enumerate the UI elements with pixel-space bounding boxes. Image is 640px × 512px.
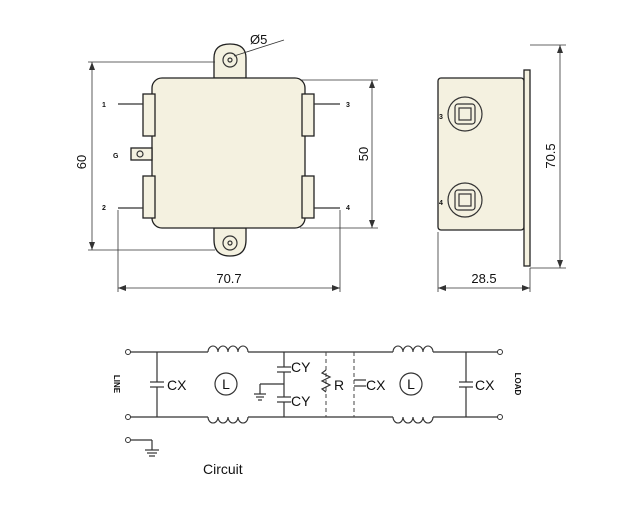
bottom-mount-hole [222,235,238,251]
inductor-1-top-coil [207,345,249,353]
circuit-schematic: CX L CY CY R CX L [112,345,522,477]
side-flange [523,69,531,267]
cy-bottom-label: CY [291,393,311,409]
side-connector-3 [447,96,483,132]
ground-tab [130,147,153,161]
load-terminal-1 [497,349,503,355]
l2-label: L [407,376,415,392]
line-label: LINE [112,375,121,394]
dim-label-70-5: 70.5 [543,143,558,168]
terminal-block-2 [142,175,156,219]
pin-label-3: 3 [346,102,350,109]
dim-label-60: 60 [74,155,89,169]
inductor-1-bottom-coil [207,416,249,424]
line-terminal-1 [125,349,131,355]
dim-label-50: 50 [356,147,371,161]
filter-body [151,77,306,229]
side-connector-4 [447,182,483,218]
inductor-2-core [399,372,423,396]
inductor-1-core [214,372,238,396]
side-pin-label-4: 4 [439,200,443,207]
bottom-mount-tab [213,227,247,257]
hole-leader [233,39,285,57]
cy-top-label: CY [291,359,311,375]
terminal-block-1 [142,93,156,137]
hole-dimension: Ø5 [250,32,267,47]
r-label: R [334,377,344,393]
resistor [320,369,332,393]
pin-label-2: 2 [102,205,106,212]
l1-label: L [222,376,230,392]
top-mount-tab [213,43,247,79]
top-mount-hole [222,52,238,68]
cx3-label: CX [475,377,495,393]
side-pin-label-3: 3 [439,114,443,121]
load-terminal-2 [497,414,503,420]
side-view: 3 4 70.5 28.5 [437,44,566,292]
dim-label-70-7: 70.7 [216,271,241,286]
inductor-2-top-coil [392,345,434,353]
inductor-2-bottom-coil [392,416,434,424]
pin-label-4: 4 [346,205,350,212]
terminal-block-4 [301,175,315,219]
load-label: LOAD [513,373,522,396]
pin-label-g: G [113,153,119,160]
cx2-label: CX [366,377,386,393]
cx1-label: CX [167,377,187,393]
line-terminal-2 [125,414,131,420]
front-view: 1 2 3 4 G Ø5 60 50 70.7 [74,32,378,292]
ground-terminal [125,437,131,443]
pin-label-1: 1 [102,102,106,109]
circuit-caption: Circuit [203,461,243,477]
terminal-block-3 [301,93,315,137]
dim-label-28-5: 28.5 [471,271,496,286]
